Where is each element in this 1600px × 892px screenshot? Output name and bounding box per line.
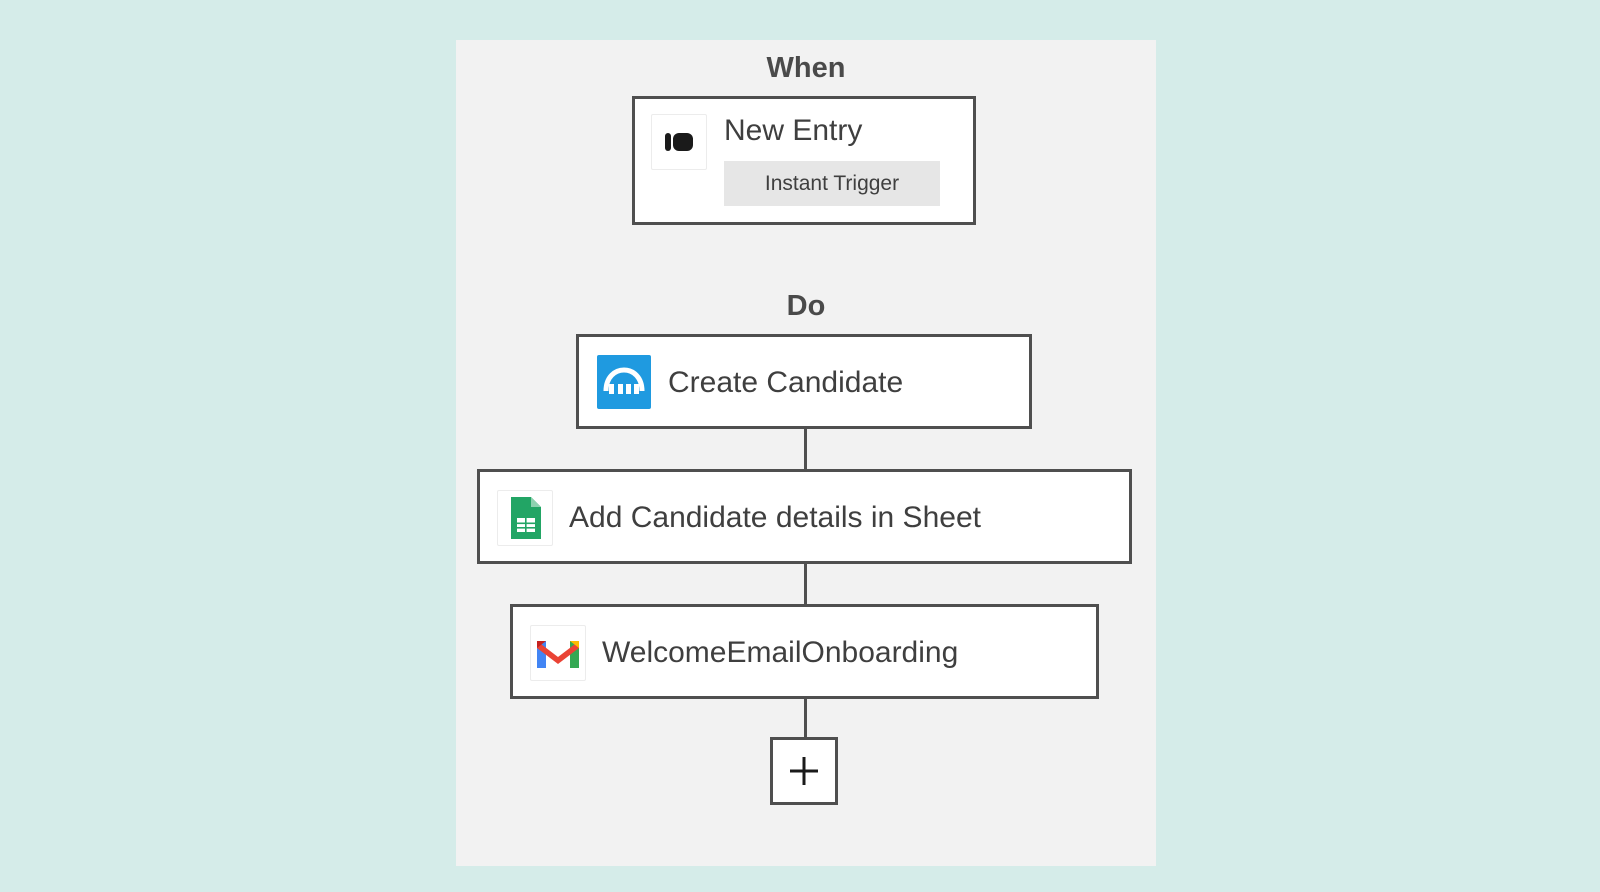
connector-line bbox=[804, 699, 807, 737]
form-app-icon bbox=[651, 114, 707, 170]
gmail-icon bbox=[530, 625, 586, 681]
google-sheets-icon bbox=[497, 490, 553, 546]
action-node-welcome-email[interactable]: WelcomeEmailOnboarding bbox=[510, 604, 1099, 699]
when-section-label: When bbox=[766, 52, 846, 84]
action-node-create-candidate[interactable]: Create Candidate bbox=[576, 334, 1032, 429]
trigger-title: New Entry bbox=[724, 114, 863, 147]
action-title: Create Candidate bbox=[668, 366, 904, 399]
action-node-add-candidate-sheet[interactable]: Add Candidate details in Sheet bbox=[477, 469, 1132, 564]
connector-line bbox=[804, 429, 807, 469]
action-title: WelcomeEmailOnboarding bbox=[602, 636, 959, 669]
workflow-panel: When New Entry Instant Trigger Do Create… bbox=[456, 40, 1156, 866]
plus-icon bbox=[790, 757, 818, 785]
trigger-node[interactable]: New Entry Instant Trigger bbox=[632, 96, 976, 225]
action-title: Add Candidate details in Sheet bbox=[569, 501, 981, 534]
add-step-button[interactable] bbox=[770, 737, 838, 805]
recruit-app-icon bbox=[597, 355, 651, 409]
do-section-label: Do bbox=[786, 290, 826, 322]
connector-line bbox=[804, 564, 807, 604]
instant-trigger-badge: Instant Trigger bbox=[724, 161, 940, 206]
